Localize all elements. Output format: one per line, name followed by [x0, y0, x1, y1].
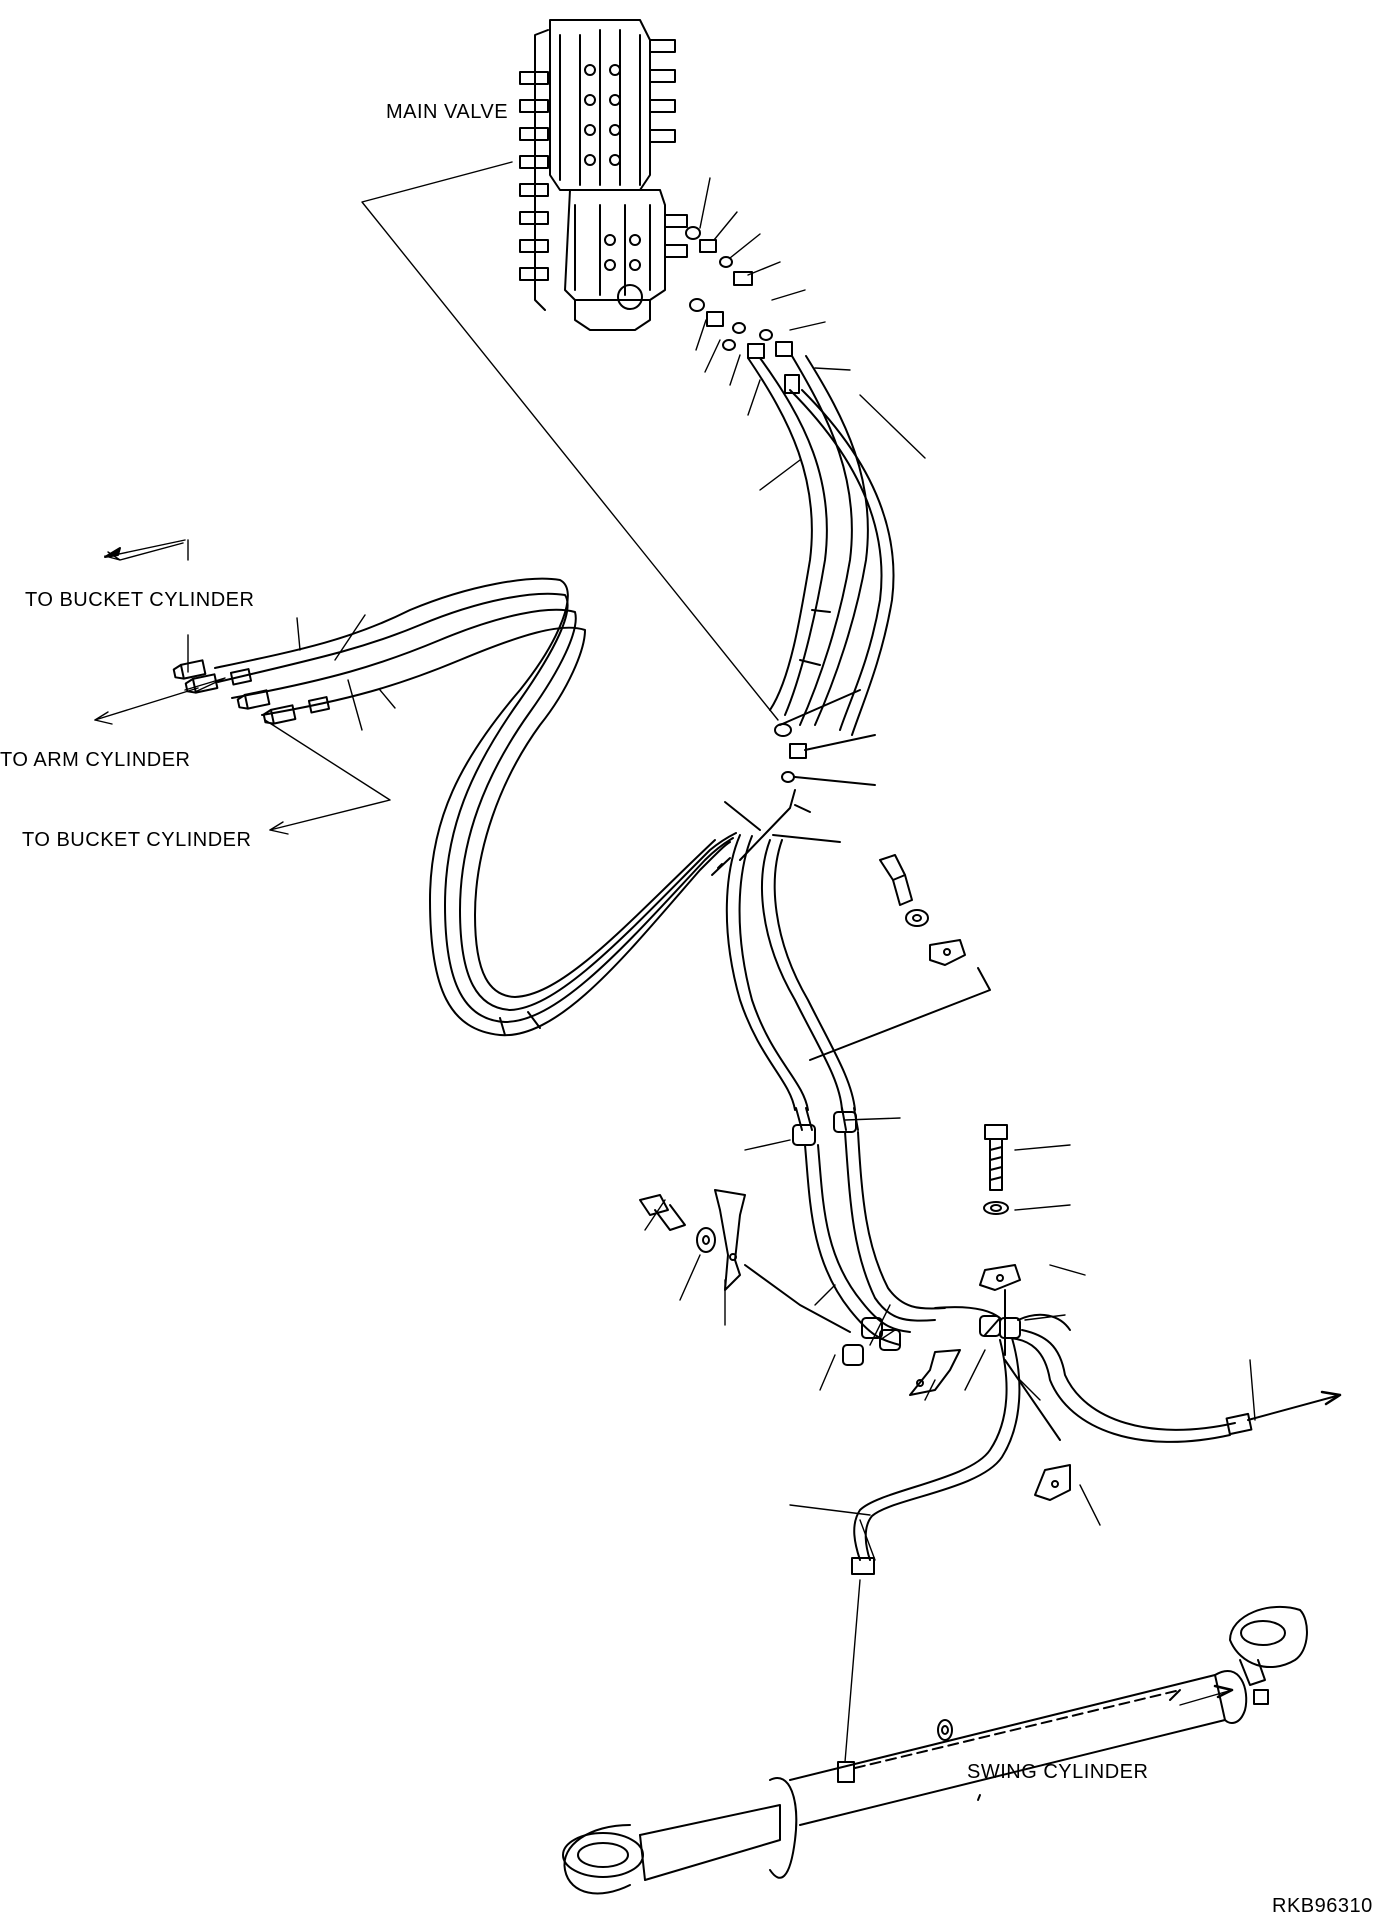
valve-leaders [695, 177, 926, 491]
bucket-arm-hoses [214, 577, 737, 1037]
to-bucket-cylinder-top-label: TO BUCKET CYLINDER [25, 589, 255, 611]
valve-fittings [685, 226, 800, 394]
bucket-arrow-top [104, 539, 186, 558]
main-valve-label: MAIN VALVE [386, 101, 509, 123]
swing-cylinder [562, 1579, 1308, 1895]
to-bucket-cylinder-bottom-label: TO BUCKET CYLINDER [22, 829, 252, 851]
main-valve-leader [361, 161, 779, 721]
left-hose-leaders [94, 539, 396, 835]
valve-hoses [747, 355, 895, 736]
lower-leaders [644, 1117, 1256, 1561]
main-valve [519, 19, 688, 331]
drawing-code: RKB96310 [1272, 1895, 1373, 1917]
center-fittings [724, 689, 876, 861]
left-middle-hardware [639, 1189, 851, 1333]
center-right-hardware [809, 854, 991, 1061]
hose-end-fittings [172, 659, 331, 725]
clamps [842, 1124, 1342, 1575]
to-arm-cylinder-label: TO ARM CYLINDER [0, 749, 191, 771]
swing-cylinder-label: SWING CYLINDER [967, 1761, 1149, 1783]
